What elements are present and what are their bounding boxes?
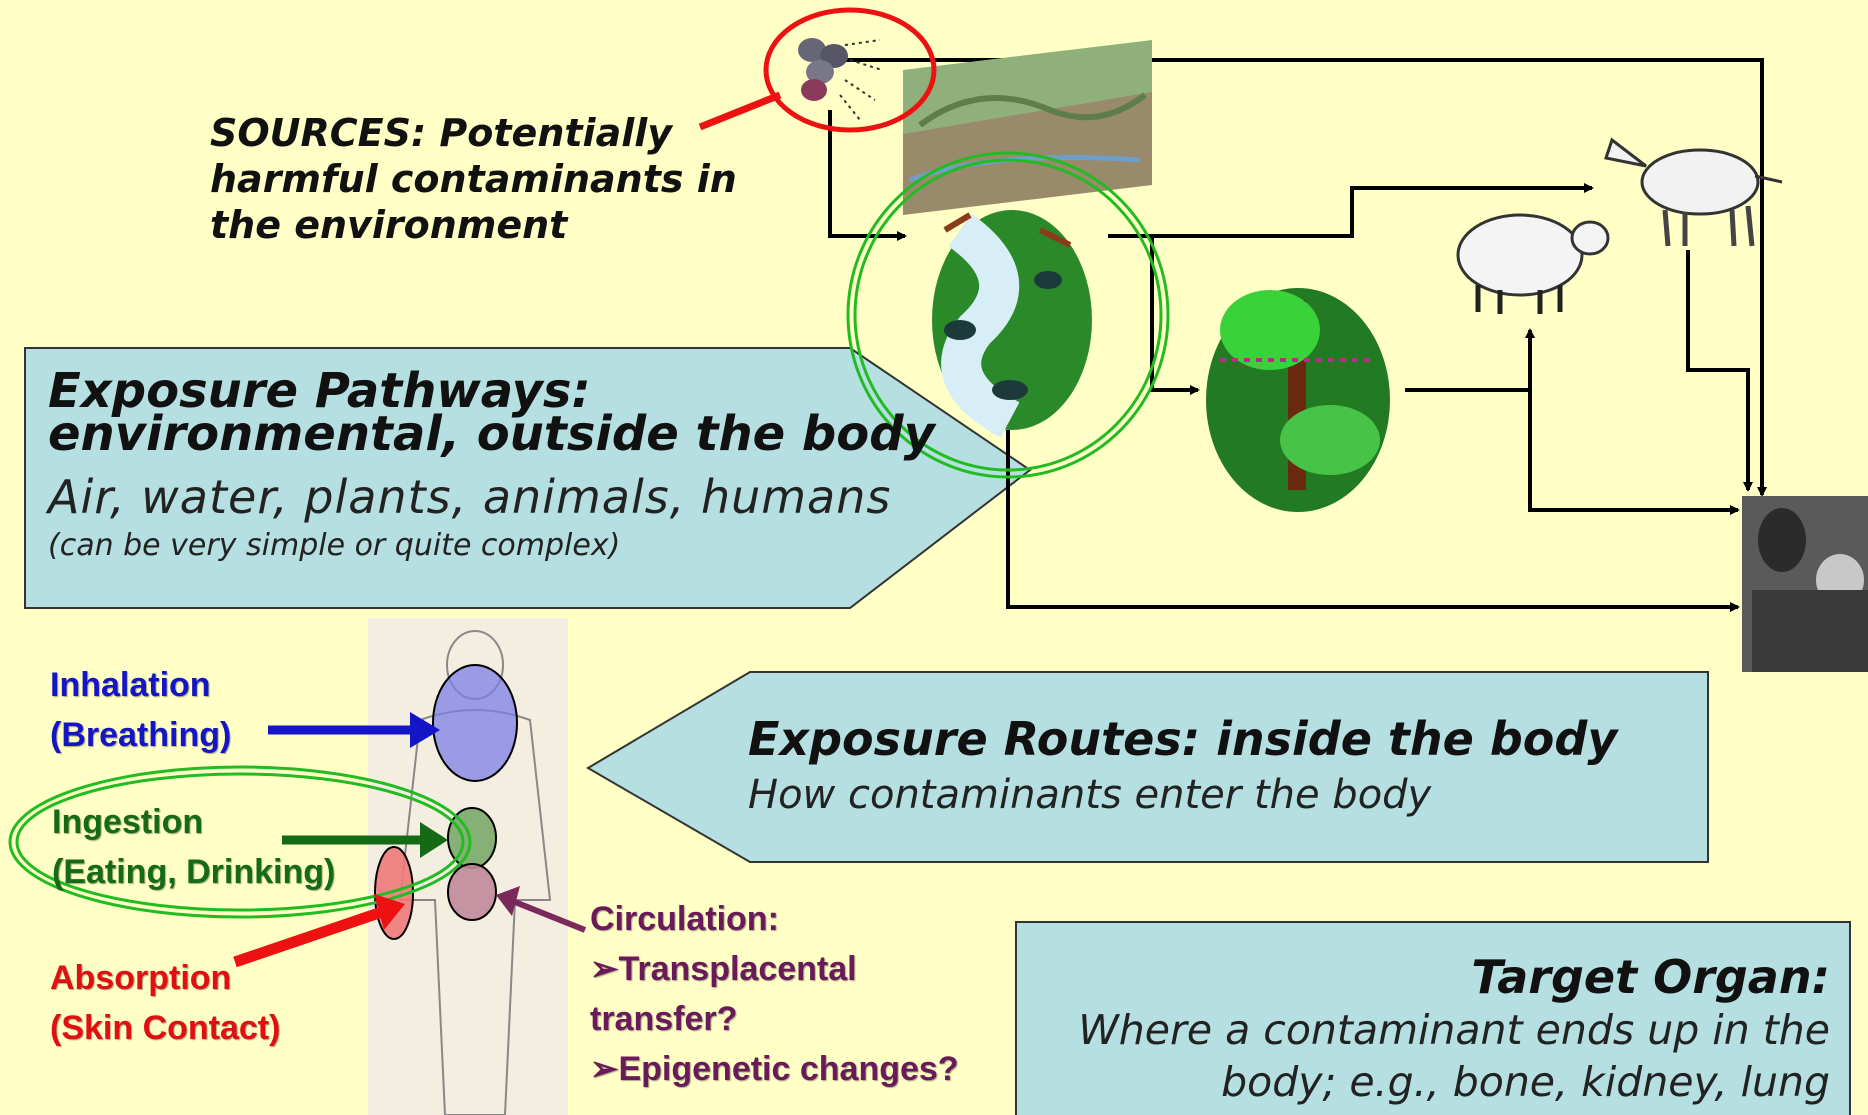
pathways-note: (can be very simple or quite complex) xyxy=(48,528,948,563)
target-line-2: body; e.g., bone, kidney, lung xyxy=(1020,1056,1830,1108)
human-body-icon xyxy=(368,618,568,1115)
target-text: Target Organ: Where a contaminant ends u… xyxy=(1020,950,1830,1108)
inhalation-label: Inhalation (Breathing) xyxy=(50,660,231,760)
goat-icon xyxy=(1606,140,1782,246)
inhalation-line-1: Inhalation xyxy=(50,660,231,710)
sources-line-3: the environment xyxy=(210,202,770,248)
absorption-label: Absorption (Skin Contact) xyxy=(50,953,280,1053)
target-line-1: Where a contaminant ends up in the xyxy=(1020,1004,1830,1056)
stream-icon xyxy=(932,210,1092,430)
circulation-line-1: Circulation: xyxy=(590,894,959,944)
absorption-line-1: Absorption xyxy=(50,953,280,1003)
pathways-subtitle: Air, water, plants, animals, humans xyxy=(48,470,948,524)
sources-line-1: SOURCES: Potentially xyxy=(210,110,770,156)
sources-line-2: harmful contaminants in xyxy=(210,156,770,202)
circulation-line-4: ➢Epigenetic changes? xyxy=(590,1044,959,1094)
forest-icon xyxy=(1206,288,1390,512)
target-title: Target Organ: xyxy=(1020,950,1830,1004)
inhalation-line-2: (Breathing) xyxy=(50,710,231,760)
circulation-label: Circulation: ➢Transplacental transfer? ➢… xyxy=(590,894,959,1094)
circulation-line-3: transfer? xyxy=(590,994,959,1044)
rock-cluster-icon xyxy=(798,38,882,120)
ingestion-line-2: (Eating, Drinking) xyxy=(52,847,335,897)
pathways-title-line2: environmental, outside the body xyxy=(48,413,948,456)
sheep-icon xyxy=(1458,215,1608,314)
sources-label: SOURCES: Potentially harmful contaminant… xyxy=(210,110,770,248)
absorption-line-2: (Skin Contact) xyxy=(50,1003,280,1053)
pathways-text: Exposure Pathways: environmental, outsid… xyxy=(48,370,948,563)
mother-child-photo xyxy=(1742,496,1868,672)
ingestion-line-1: Ingestion xyxy=(52,797,335,847)
routes-title: Exposure Routes: inside the body xyxy=(748,712,1708,766)
circulation-line-2: ➢Transplacental xyxy=(590,944,959,994)
landscape-block-icon xyxy=(903,40,1152,215)
routes-subtitle: How contaminants enter the body xyxy=(748,772,1708,818)
routes-text: Exposure Routes: inside the body How con… xyxy=(748,712,1708,818)
inhalation-arrow xyxy=(268,712,440,748)
ingestion-label: Ingestion (Eating, Drinking) xyxy=(52,797,335,897)
